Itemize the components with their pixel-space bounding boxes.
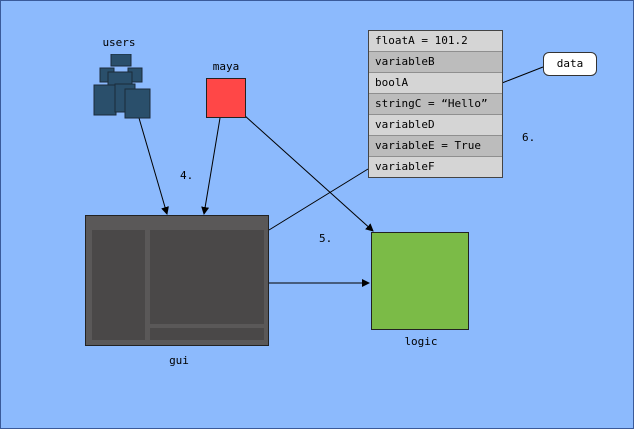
- arrow-users-to-gui: [138, 117, 169, 215]
- line-variables-to-data: [501, 66, 544, 84]
- step-5-label: 5.: [319, 232, 333, 245]
- variable-row: variableF: [369, 156, 502, 177]
- gui-left-pane: [92, 230, 145, 340]
- variable-row: boolA: [369, 72, 502, 93]
- step-4-label: 4.: [180, 169, 194, 182]
- users-icon: [93, 53, 153, 120]
- gui-main-pane: [150, 230, 264, 324]
- maya-label: maya: [212, 60, 240, 73]
- step-6-label: 6.: [522, 131, 536, 144]
- variable-row: variableD: [369, 114, 502, 135]
- variable-row: variableE = True: [369, 135, 502, 156]
- variable-row: stringC = “Hello”: [369, 93, 502, 114]
- gui-label: gui: [169, 354, 189, 367]
- line-gui-to-variables: [268, 168, 369, 231]
- arrow-maya-to-gui: [201, 117, 221, 215]
- arrow-maya-to-logic: [243, 114, 374, 232]
- variable-row: floatA = 101.2: [369, 31, 502, 51]
- variable-row: variableB: [369, 51, 502, 72]
- logic-node: [371, 232, 469, 330]
- logic-label: logic: [404, 335, 438, 348]
- variables-table: floatA = 101.2 variableB boolA stringC =…: [368, 30, 503, 178]
- maya-node: [206, 78, 246, 118]
- users-label: users: [102, 36, 136, 49]
- data-callout: data: [543, 52, 597, 76]
- gui-bottom-pane: [150, 328, 264, 340]
- gui-node: [85, 215, 269, 346]
